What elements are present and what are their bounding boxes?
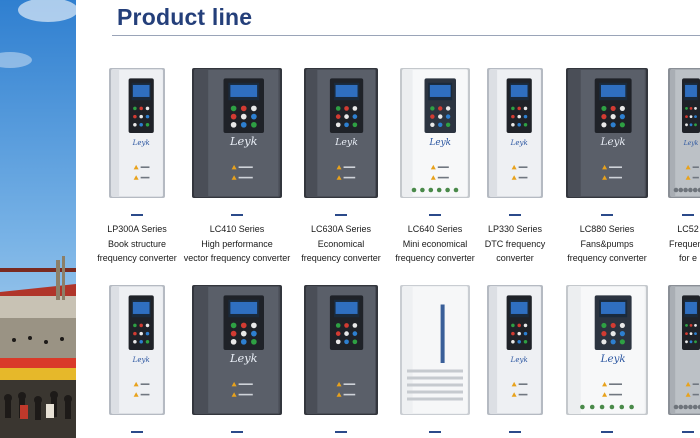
product-image-4[interactable] (400, 285, 470, 415)
product-image-5[interactable]: Leyk (487, 285, 543, 415)
title-divider (112, 35, 700, 36)
separator-dash (131, 431, 143, 433)
svg-text:Leyk: Leyk (600, 136, 626, 148)
separator-dash (429, 214, 441, 216)
product-description: converter (496, 253, 534, 263)
product-description: DTC frequency (484, 238, 546, 249)
svg-text:Leyk: Leyk (132, 138, 150, 147)
product-description: Frequenc (668, 238, 700, 249)
separator-dash (131, 214, 143, 216)
svg-text:Leyk: Leyk (132, 355, 150, 364)
separator-dash (335, 214, 347, 216)
separator-dash (601, 431, 613, 433)
product-image-1[interactable]: Leyk (109, 285, 165, 415)
separator-dash (509, 214, 521, 216)
separator-dash (231, 431, 243, 433)
product-description: frequency converter (301, 253, 381, 263)
product-description: High performance (201, 238, 273, 249)
product-series-name: LC640 Series (407, 224, 463, 234)
product-image-2[interactable]: Leyk (192, 285, 282, 415)
separator-dash (682, 431, 694, 433)
product-series-name: LC880 Series (579, 224, 635, 234)
svg-text:Leyk: Leyk (510, 355, 528, 364)
product-description: Economical (317, 238, 365, 249)
product-series-name: LC410 Series (209, 224, 265, 234)
product-image-2[interactable]: Leyk (192, 68, 282, 198)
product-image-6[interactable]: Leyk (566, 285, 648, 415)
product-image-5[interactable]: Leyk (487, 68, 543, 198)
separator-dash (509, 431, 521, 433)
product-series-name: LC52 (677, 224, 699, 234)
product-image-1[interactable]: Leyk (109, 68, 165, 198)
svg-text:Leyk: Leyk (429, 138, 451, 148)
product-description: Fans&pumps (580, 238, 634, 249)
product-description: frequency converter (395, 253, 475, 263)
product-image-7[interactable] (668, 285, 700, 415)
product-description: vector frequency converter (183, 253, 291, 263)
svg-text:Leyk: Leyk (510, 138, 528, 147)
product-image-3[interactable]: Leyk (304, 68, 378, 198)
product-image-4[interactable]: Leyk (400, 68, 470, 198)
svg-text:Leyk: Leyk (229, 134, 258, 148)
separator-dash (682, 214, 694, 216)
product-description: Mini economical (402, 238, 468, 249)
product-image-3[interactable] (304, 285, 378, 415)
product-image-7[interactable]: Leyk (668, 68, 700, 198)
side-photo (0, 0, 76, 438)
separator-dash (429, 431, 441, 433)
separator-dash (335, 431, 347, 433)
separator-dash (601, 214, 613, 216)
product-description: for e (678, 253, 697, 263)
svg-text:Leyk: Leyk (683, 140, 699, 147)
svg-text:Leyk: Leyk (334, 137, 358, 148)
svg-text:Leyk: Leyk (600, 353, 626, 365)
product-description: Book structure (107, 238, 167, 249)
svg-text:Leyk: Leyk (229, 351, 258, 365)
product-caption[interactable]: LC52Frequenc for e (628, 222, 700, 266)
product-description: frequency converter (97, 253, 177, 263)
product-description: frequency converter (567, 253, 647, 263)
product-series-name: LP300A Series (107, 224, 167, 234)
page-title: Product line (117, 4, 253, 30)
product-series-name: LP330 Series (487, 224, 543, 234)
product-series-name: LC630A Series (310, 224, 372, 234)
separator-dash (231, 214, 243, 216)
product-image-6[interactable]: Leyk (566, 68, 648, 198)
